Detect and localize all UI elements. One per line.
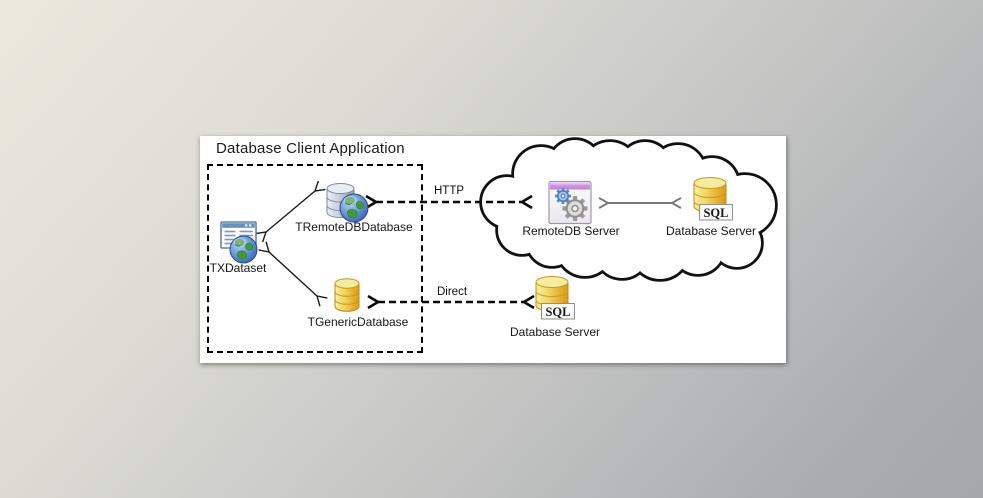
sql-badge: SQL	[699, 204, 733, 221]
globe-icon	[229, 235, 258, 264]
node-label-cloud-database-server: Database Server	[665, 224, 757, 238]
node-label-tgenericdatabase: TGenericDatabase	[307, 315, 409, 329]
txdataset-icon	[220, 221, 258, 264]
diagram-canvas	[200, 137, 778, 363]
connection-label-direct: Direct	[436, 286, 468, 298]
sql-badge: SQL	[541, 303, 575, 320]
node-label-remotedb-server: RemoteDB Server	[522, 224, 620, 238]
node-label-direct-database-server: Database Server	[509, 325, 601, 339]
client-application-box	[207, 164, 423, 353]
tremotedbdatabase-icon	[326, 183, 369, 223]
diagram-title: Database Client Application	[216, 140, 405, 157]
blue-gear-icon	[555, 188, 571, 204]
sql-label: SQL	[545, 305, 570, 319]
node-label-txdataset: TXDataset	[209, 261, 267, 275]
gold-database-icon	[334, 278, 360, 312]
arrow-txdataset-tremotedb	[266, 191, 315, 232]
tgenericdatabase-icon	[334, 278, 360, 312]
arrow-txdataset-tgeneric	[269, 252, 317, 296]
direct-database-server-icon: SQL	[535, 276, 575, 320]
connection-label-http: HTTP	[433, 185, 465, 197]
gear-icon	[562, 196, 588, 221]
node-label-tremotedbdatabase: TRemoteDBDatabase	[295, 220, 413, 234]
cloud-database-server-icon: SQL	[693, 177, 733, 221]
remotedb-server-icon	[548, 180, 592, 225]
diagram-panel: Database Client Application	[200, 136, 786, 363]
globe-icon	[339, 193, 369, 223]
sql-label: SQL	[703, 206, 728, 220]
